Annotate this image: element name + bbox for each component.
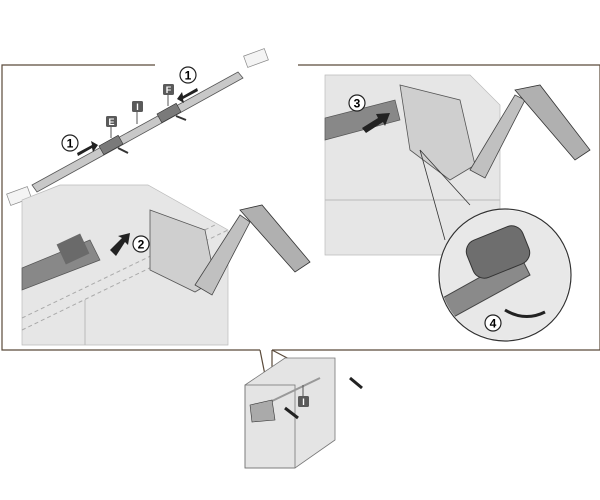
- step-marker-4: 4: [484, 314, 502, 332]
- step-marker-3: 3: [348, 94, 366, 112]
- connector-e: [98, 134, 124, 156]
- push-arrow-1b: [177, 88, 198, 103]
- cabinet-detail-left: [21, 184, 311, 346]
- overview-cabinet: [244, 357, 363, 469]
- step-number: 2: [138, 238, 145, 252]
- part-label-i-overview: I: [298, 385, 309, 407]
- step-number: 1: [185, 69, 192, 83]
- push-arrow-2: [110, 233, 130, 256]
- svg-text:F: F: [166, 85, 172, 95]
- magnified-detail: [438, 208, 572, 342]
- cabinet-detail-right: [324, 74, 591, 256]
- end-cap-left: [6, 186, 32, 206]
- step-number: 3: [354, 97, 361, 111]
- push-arrow-1a: [77, 141, 98, 156]
- svg-text:E: E: [108, 117, 114, 127]
- step-marker-1b: 1: [179, 66, 197, 84]
- step-marker-2: 2: [132, 235, 150, 253]
- step-marker-1a: 1: [61, 134, 79, 152]
- end-cap-right: [243, 48, 269, 68]
- push-arrow-3: [362, 113, 390, 133]
- part-label-i: I: [132, 101, 143, 124]
- part-label-e: E: [106, 116, 117, 138]
- step-number: 4: [490, 317, 497, 331]
- connector-f: [156, 102, 182, 124]
- part-label-f: F: [163, 84, 174, 106]
- svg-text:I: I: [302, 397, 305, 407]
- rod-assembly: [6, 48, 269, 206]
- step-number: 1: [67, 137, 74, 151]
- rotate-arrow-4: [504, 308, 546, 318]
- svg-text:I: I: [136, 102, 139, 112]
